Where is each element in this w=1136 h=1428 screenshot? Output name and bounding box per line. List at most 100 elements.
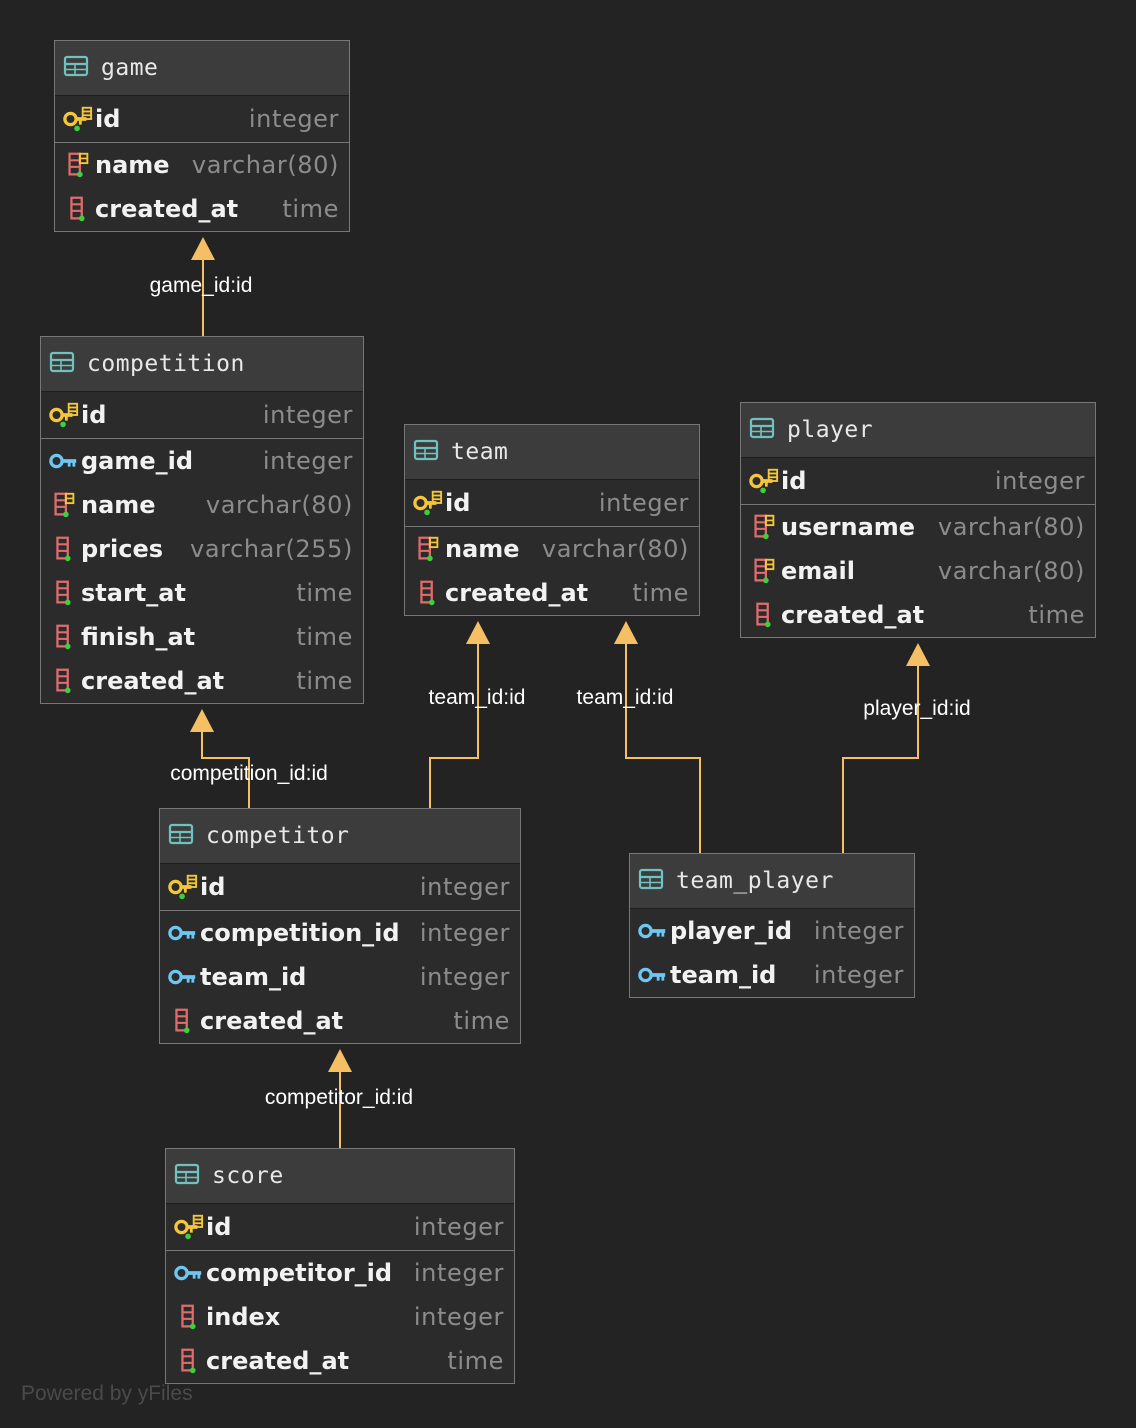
table-header[interactable]: team	[405, 425, 699, 480]
column-name: id	[95, 105, 121, 133]
edge-competitor-team	[429, 643, 479, 809]
column-name: email	[781, 557, 855, 585]
column-type: integer	[994, 467, 1085, 495]
column-icon	[49, 667, 79, 695]
column-name: id	[445, 489, 471, 517]
column-type: integer	[419, 919, 510, 947]
table-name: competition	[87, 351, 245, 377]
primary-key-icon	[63, 105, 93, 133]
column-name: game_id	[81, 447, 194, 475]
column-icon	[749, 601, 779, 629]
table-header[interactable]: score	[166, 1149, 514, 1204]
column-row[interactable]: created_at time	[55, 187, 349, 231]
column-type: time	[282, 195, 339, 223]
arrowhead-team-2	[614, 621, 638, 644]
column-type: time	[632, 579, 689, 607]
table-header[interactable]: game	[55, 41, 349, 96]
edge-label-competitor-team-id: team_id:id	[428, 686, 526, 709]
table-icon	[638, 868, 664, 894]
column-type: integer	[598, 489, 689, 517]
foreign-key-icon	[638, 961, 668, 989]
column-name: username	[781, 513, 916, 541]
column-row[interactable]: id integer	[55, 96, 349, 143]
column-icon	[174, 1303, 204, 1331]
table-header[interactable]: competition	[41, 337, 363, 392]
column-row[interactable]: id integer	[741, 458, 1095, 505]
column-name: id	[200, 873, 226, 901]
column-icon	[49, 623, 79, 651]
column-name: created_at	[95, 195, 239, 223]
table-icon	[168, 823, 194, 849]
edge-label-team_player-team-id: team_id:id	[576, 686, 674, 709]
primary-key-icon	[174, 1213, 204, 1241]
table-icon	[174, 1163, 200, 1189]
column-type: varchar(80)	[937, 513, 1085, 541]
arrowhead-team-1	[466, 621, 490, 644]
foreign-key-icon	[638, 917, 668, 945]
primary-key-icon	[168, 873, 198, 901]
indexed-column-icon	[749, 557, 779, 585]
table-name: player	[787, 417, 874, 443]
indexed-column-icon	[63, 151, 93, 179]
column-type: time	[453, 1007, 510, 1035]
column-type: integer	[248, 105, 339, 133]
column-name: competitor_id	[206, 1259, 393, 1287]
arrowhead-game	[191, 237, 215, 260]
table-icon	[413, 439, 439, 465]
edge-team_player-player	[842, 665, 919, 855]
foreign-key-icon	[174, 1259, 204, 1287]
table-header[interactable]: player	[741, 403, 1095, 458]
column-name: index	[206, 1303, 281, 1331]
column-type: integer	[413, 1213, 504, 1241]
column-row[interactable]: username varchar(80)	[741, 505, 1095, 549]
column-icon	[49, 535, 79, 563]
column-icon	[49, 579, 79, 607]
column-icon	[413, 579, 443, 607]
table-icon	[63, 55, 89, 81]
column-type: varchar(80)	[541, 535, 689, 563]
column-row[interactable]: id integer	[405, 480, 699, 527]
arrowhead-competition	[190, 709, 214, 732]
edge-label-player-id: player_id:id	[863, 697, 971, 720]
table-header[interactable]: team_player	[630, 854, 914, 909]
column-type: integer	[413, 1259, 504, 1287]
column-name: id	[781, 467, 807, 495]
watermark: Powered by yFiles	[21, 1382, 193, 1405]
table-header[interactable]: competitor	[160, 809, 520, 864]
column-name: start_at	[81, 579, 186, 607]
arrowhead-competitor	[328, 1049, 352, 1072]
column-name: finish_at	[81, 623, 196, 651]
column-type: varchar(80)	[205, 491, 353, 519]
column-row[interactable]: competitor_id integer	[166, 1251, 514, 1295]
edge-label-game-id: game_id:id	[149, 274, 253, 297]
column-icon	[174, 1347, 204, 1375]
